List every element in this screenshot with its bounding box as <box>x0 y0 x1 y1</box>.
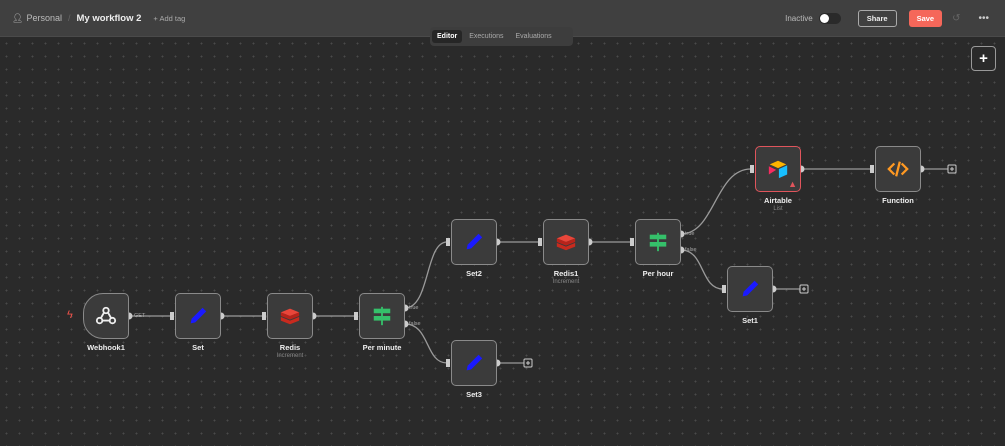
edge-label-true: true <box>409 305 419 311</box>
node-airtable[interactable]: ▲ <box>755 146 801 192</box>
edge-label-false: false <box>685 247 697 253</box>
tab-editor[interactable]: Editor <box>432 30 463 43</box>
active-status-label: Inactive <box>785 14 813 23</box>
node-label: Per hour <box>642 269 674 278</box>
node-label: Airtable <box>764 196 792 205</box>
pencil-icon <box>742 280 759 297</box>
node-label: Function <box>882 196 914 205</box>
node-per-hour[interactable] <box>635 219 681 265</box>
node-redis1[interactable] <box>543 219 589 265</box>
node-function[interactable] <box>875 146 921 192</box>
view-tabs: Editor Executions Evaluations <box>430 27 573 46</box>
add-tag-button[interactable]: + Add tag <box>153 13 186 23</box>
signpost-icon <box>373 306 391 326</box>
node-set[interactable] <box>175 293 221 339</box>
webhook-icon <box>95 306 117 325</box>
more-options-button[interactable]: ••• <box>978 13 989 24</box>
node-set3[interactable] <box>451 340 497 386</box>
tab-evaluations[interactable]: Evaluations <box>515 33 552 40</box>
node-label: Set <box>192 343 204 352</box>
code-icon <box>887 161 909 177</box>
pencil-icon <box>466 233 483 250</box>
edge-label-get: GET <box>134 313 146 319</box>
pencil-icon <box>190 307 207 324</box>
node-label: Per minute <box>362 343 402 352</box>
breadcrumb-separator: / <box>67 13 71 23</box>
node-per-minute[interactable] <box>359 293 405 339</box>
save-button[interactable]: Save <box>908 10 943 27</box>
node-label: Webhook1 <box>87 343 125 352</box>
breadcrumb-project[interactable]: 👤︎Personal <box>12 13 62 24</box>
node-label: Set3 <box>466 390 482 399</box>
node-label: Redis <box>279 343 301 352</box>
airtable-icon <box>768 160 788 179</box>
project-name: Personal <box>26 13 62 23</box>
node-label: Set1 <box>742 316 758 325</box>
active-toggle[interactable] <box>818 13 841 24</box>
node-set1[interactable] <box>727 266 773 312</box>
workflow-title[interactable]: My workflow 2 <box>76 12 142 24</box>
tab-executions[interactable]: Executions <box>469 33 504 40</box>
node-subtitle: Increment <box>276 353 304 359</box>
share-button[interactable]: Share <box>857 10 897 27</box>
node-webhook1[interactable] <box>83 293 129 339</box>
pencil-icon <box>466 354 483 371</box>
user-icon: 👤︎ <box>12 12 24 23</box>
signpost-icon <box>649 232 667 252</box>
node-redis[interactable] <box>267 293 313 339</box>
node-set2[interactable] <box>451 219 497 265</box>
edge-label-true: true <box>685 231 695 237</box>
history-icon[interactable]: ↺ <box>952 13 961 24</box>
node-subtitle: Increment <box>552 279 580 285</box>
node-label: Set2 <box>466 269 482 278</box>
add-node-button[interactable]: + <box>971 46 996 71</box>
warning-icon[interactable]: ▲ <box>788 179 797 189</box>
edge-label-false: false <box>409 321 421 327</box>
redis-icon <box>280 308 300 325</box>
node-subtitle: List <box>773 206 783 212</box>
redis-icon <box>556 234 576 251</box>
node-label: Redis1 <box>553 269 579 278</box>
trigger-bolt-icon: ϟ <box>67 309 73 321</box>
